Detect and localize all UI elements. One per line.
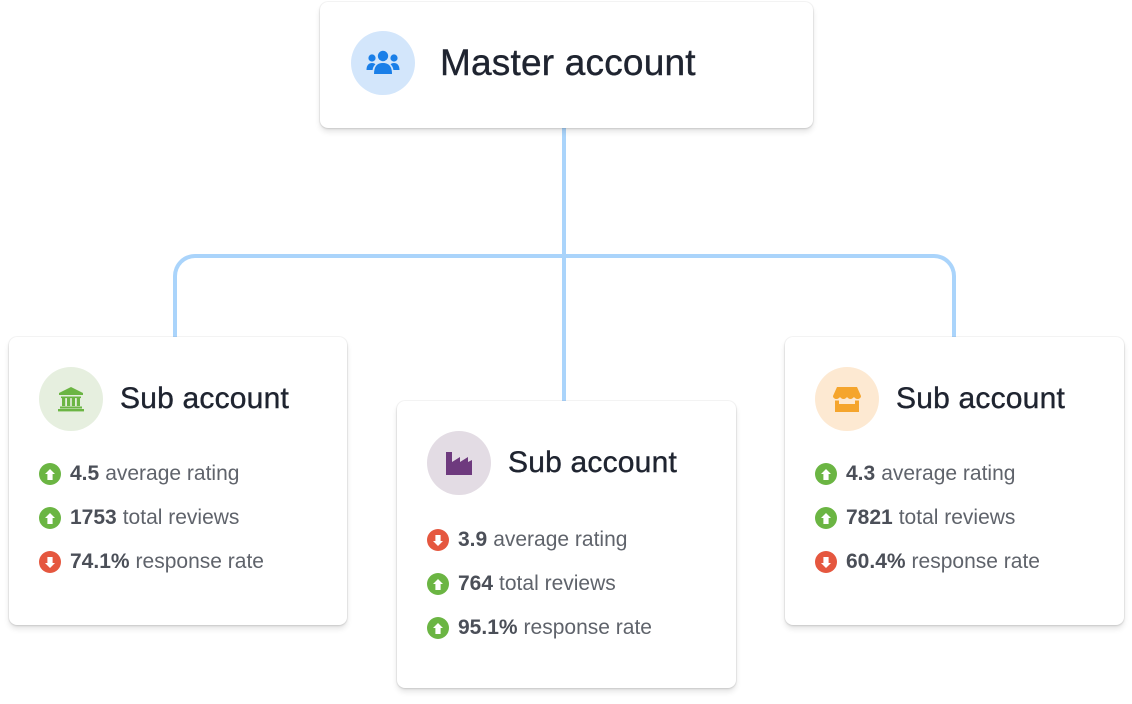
stat-value: 95.1%: [458, 616, 518, 639]
stat-value: 60.4%: [846, 550, 906, 573]
storefront-icon: [833, 387, 861, 412]
master-account-card[interactable]: Master account: [320, 2, 813, 128]
stat-average-rating: 3.9 average rating: [427, 528, 652, 551]
master-account-header: Master account: [351, 31, 696, 95]
sub-account-badge: [39, 367, 103, 431]
trend-up-icon: [427, 573, 449, 595]
sub-account-badge: [815, 367, 879, 431]
stat-value: 3.9: [458, 528, 488, 551]
stat-total-reviews: 7821 total reviews: [815, 506, 1040, 529]
stat-response-rate: 74.1% response rate: [39, 550, 264, 573]
sub-account-card-store[interactable]: Sub account 4.3 average rating 7821 tota…: [785, 337, 1124, 625]
master-account-title: Master account: [440, 42, 696, 83]
sub-account-card-bank[interactable]: Sub account 4.5 average rating 1753 tota…: [9, 337, 347, 625]
stat-average-rating: 4.5 average rating: [39, 462, 264, 485]
stat-label: response rate: [523, 616, 652, 639]
trend-up-icon: [39, 507, 61, 529]
stat-response-rate: 95.1% response rate: [427, 616, 652, 639]
trend-down-icon: [815, 551, 837, 573]
stat-value: 74.1%: [70, 550, 130, 573]
sub-account-stats: 4.3 average rating 7821 total reviews 60…: [815, 462, 1040, 595]
sub-account-title: Sub account: [120, 382, 289, 415]
stat-value: 7821: [846, 506, 893, 529]
trend-up-icon: [815, 463, 837, 485]
sub-account-stats: 3.9 average rating 764 total reviews 95.…: [427, 528, 652, 661]
stat-total-reviews: 1753 total reviews: [39, 506, 264, 529]
stat-value: 764: [458, 572, 494, 595]
stat-value: 4.3: [846, 462, 876, 485]
trend-up-icon: [815, 507, 837, 529]
stat-total-reviews: 764 total reviews: [427, 572, 652, 595]
users-group-icon: [366, 50, 400, 74]
stat-value: 4.5: [70, 462, 100, 485]
sub-account-header: Sub account: [39, 367, 289, 431]
stat-label: average rating: [493, 528, 628, 551]
sub-account-card-factory[interactable]: Sub account 3.9 average rating 764 total…: [397, 401, 736, 688]
stat-average-rating: 4.3 average rating: [815, 462, 1040, 485]
trend-down-icon: [427, 529, 449, 551]
stat-label: response rate: [135, 550, 264, 573]
stat-response-rate: 60.4% response rate: [815, 550, 1040, 573]
sub-account-badge: [427, 431, 491, 495]
stat-label: average rating: [881, 462, 1016, 485]
stat-value: 1753: [70, 506, 117, 529]
stat-label: total reviews: [499, 572, 616, 595]
sub-account-stats: 4.5 average rating 1753 total reviews 74…: [39, 462, 264, 595]
stat-label: total reviews: [898, 506, 1016, 529]
factory-icon: [446, 452, 472, 475]
stat-label: total reviews: [122, 506, 240, 529]
sub-account-title: Sub account: [896, 382, 1065, 415]
trunk-connector: [562, 128, 566, 401]
stat-label: response rate: [911, 550, 1040, 573]
sub-account-title: Sub account: [508, 446, 677, 479]
master-account-badge: [351, 31, 415, 95]
sub-account-header: Sub account: [427, 431, 677, 495]
stat-label: average rating: [105, 462, 240, 485]
bank-building-icon: [58, 387, 84, 412]
trend-down-icon: [39, 551, 61, 573]
trend-up-icon: [427, 617, 449, 639]
trend-up-icon: [39, 463, 61, 485]
sub-account-header: Sub account: [815, 367, 1065, 431]
